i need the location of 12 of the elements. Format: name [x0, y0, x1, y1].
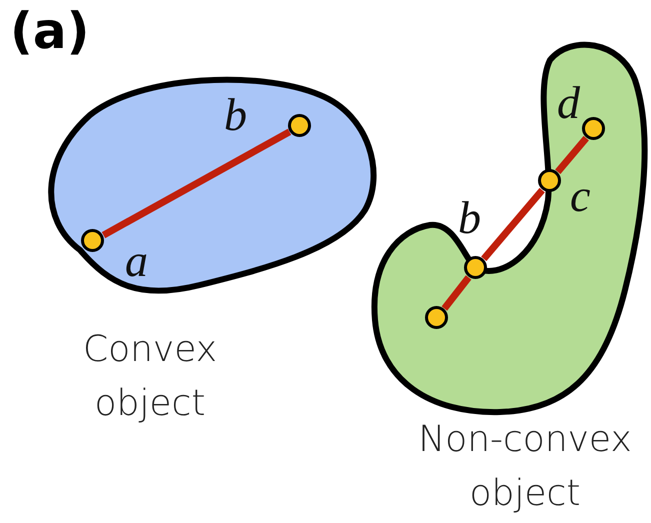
point-label: b — [458, 195, 481, 241]
point-label: d — [557, 80, 580, 126]
panel-label: (a) — [10, 4, 90, 59]
line-segment — [102, 128, 292, 238]
point-label: b — [224, 92, 247, 138]
point-label: c — [570, 173, 590, 219]
shape-caption: Non-convex object — [417, 418, 633, 516]
line-segment — [481, 188, 545, 262]
line-segment — [555, 136, 589, 174]
shape-caption: Convex object — [82, 328, 218, 426]
point-label: a — [125, 238, 148, 284]
line-segment — [442, 275, 472, 311]
